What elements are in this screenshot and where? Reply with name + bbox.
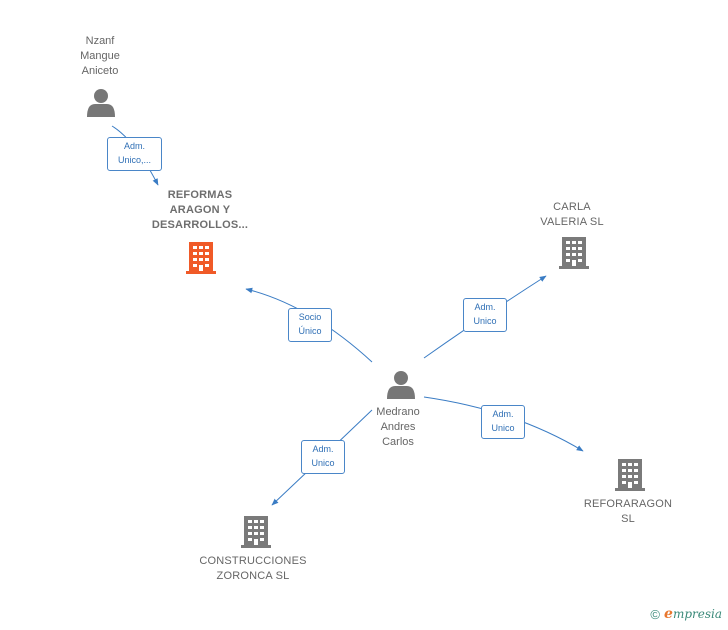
building-icon-reformas[interactable] xyxy=(186,242,216,274)
edge-label-medrano-construcciones[interactable]: Adm. Unico xyxy=(301,440,345,474)
footer-brand: © empresia xyxy=(650,606,722,622)
copyright-symbol: © xyxy=(650,606,661,622)
person-icon-nzanf[interactable] xyxy=(87,89,115,117)
edge-label-nzanf-reformas[interactable]: Adm. Unico,... xyxy=(107,137,162,171)
brand-logo[interactable]: empresia xyxy=(664,606,722,622)
edge-label-medrano-reforaragon[interactable]: Adm. Unico xyxy=(481,405,525,439)
building-icon-carla[interactable] xyxy=(559,237,589,269)
node-label-construcciones[interactable]: CONSTRUCCIONES ZORONCA SL xyxy=(199,555,307,582)
node-label-medrano[interactable]: Medrano Andres Carlos xyxy=(376,406,420,448)
node-label-nzanf[interactable]: Nzanf Mangue Aniceto xyxy=(80,35,120,77)
node-label-carla[interactable]: CARLA VALERIA SL xyxy=(540,201,604,228)
node-label-reformas[interactable]: REFORMAS ARAGON Y DESARROLLOS... xyxy=(151,189,249,231)
person-icon-medrano[interactable] xyxy=(387,371,415,399)
building-icon-reforaragon[interactable] xyxy=(615,459,645,491)
edge-label-medrano-reformas[interactable]: Socio Único xyxy=(288,308,332,342)
node-label-reforaragon[interactable]: REFORARAGON SL xyxy=(583,498,673,525)
edge-label-medrano-carla[interactable]: Adm. Unico xyxy=(463,298,507,332)
building-icon-construcciones[interactable] xyxy=(241,516,271,548)
